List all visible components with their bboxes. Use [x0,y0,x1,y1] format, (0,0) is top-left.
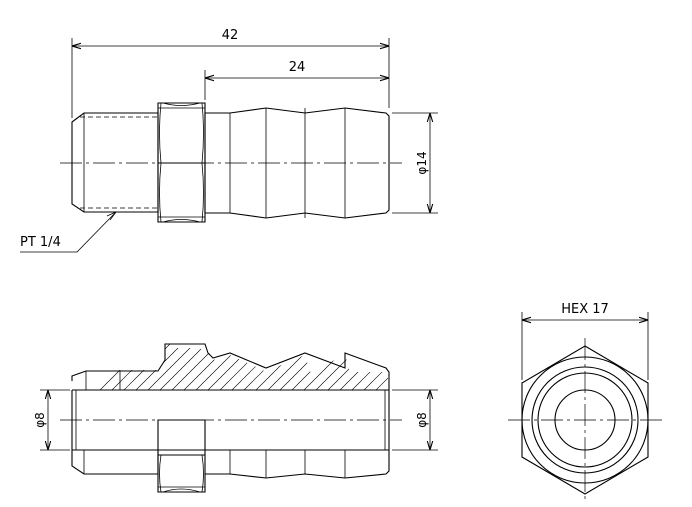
thread-callout: PT 1/4 [20,235,61,250]
hex-lower [157,419,206,493]
dim-bore-right: φ8 [415,412,429,428]
thread-lower [71,450,159,475]
dim-bore-left: φ8 [33,412,47,428]
bore-circle [554,389,616,451]
thread-body [71,112,159,213]
side-view: 42 24 φ14 PT 1/4 [20,28,438,253]
section-view: φ8 φ8 [33,343,438,493]
dim-overall-length: 42 [222,28,239,43]
thread-leader [20,211,117,253]
dim-outer-diameter: φ14 [415,151,429,174]
barb-tail [204,107,390,219]
hex-outline [521,345,649,495]
chamfer-circle [521,356,649,484]
dim-barb-length: 24 [289,60,306,75]
end-view: HEX 17 [508,302,662,502]
face-circle [531,366,639,474]
barb-circle [537,372,633,468]
dim-hex-size: HEX 17 [561,302,609,317]
hex-body-side [157,102,206,223]
section-outline-top [71,343,390,390]
barb-lower [205,450,390,479]
